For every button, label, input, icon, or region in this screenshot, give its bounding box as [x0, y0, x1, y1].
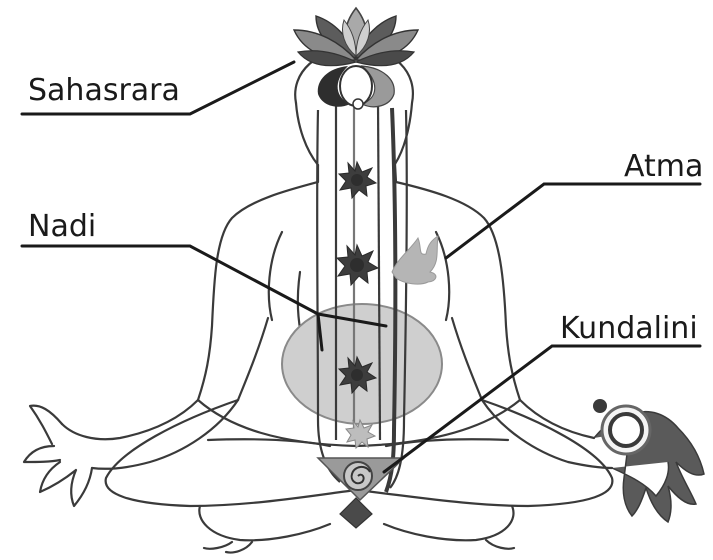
mudra-dot: [593, 399, 607, 413]
crown-dot: [353, 99, 363, 109]
flame-shape: [392, 236, 438, 284]
chakra-throat-star: [339, 162, 376, 198]
chest-right: [436, 232, 449, 320]
channel-right-dark: [386, 108, 395, 492]
toes: [204, 540, 514, 553]
label-nadi: Nadi: [28, 209, 96, 244]
label-kundalini: Kundalini: [560, 311, 698, 346]
label-atma: Atma: [624, 149, 703, 184]
right-hand: [593, 399, 704, 522]
head-crescents: [318, 66, 394, 109]
left-foot: [199, 506, 330, 540]
right-forearm-lower: [482, 400, 612, 468]
label-sahasrara: Sahasrara: [28, 73, 180, 108]
right-inner-arm: [452, 318, 482, 400]
left-inner-arm: [238, 318, 268, 400]
atma-leader: [446, 184, 700, 258]
chest-left: [269, 232, 282, 320]
left-forearm: [62, 400, 198, 439]
face-left: [296, 103, 318, 165]
base-diamond: [340, 498, 372, 528]
mudra-ring: [610, 414, 642, 446]
left-hand-fingers: [24, 406, 92, 506]
right-foot: [384, 506, 514, 540]
left-forearm-lower: [92, 400, 238, 469]
chakra-heart-star: [337, 245, 378, 285]
crown-lotus: [294, 8, 418, 66]
atma-flame: [392, 236, 438, 284]
